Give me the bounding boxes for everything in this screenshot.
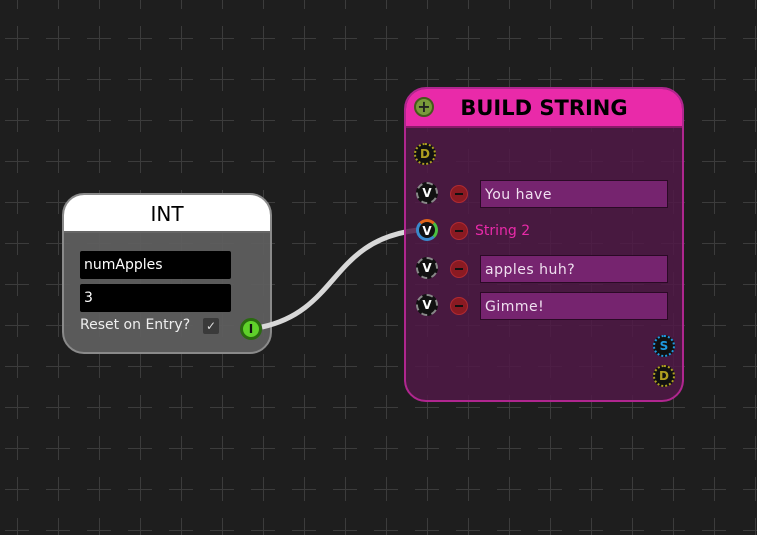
data-input-port[interactable]: D <box>414 143 436 165</box>
build-string-node[interactable]: BUILD STRING + D V You have V String 2 V… <box>404 87 684 402</box>
remove-row-icon[interactable] <box>450 260 468 278</box>
remove-row-icon[interactable] <box>450 185 468 203</box>
string-input-field[interactable]: You have <box>480 180 668 208</box>
string-input-field[interactable]: apples huh? <box>480 255 668 283</box>
connected-string-label: String 2 <box>475 223 531 239</box>
string-output-port[interactable]: S <box>653 335 675 357</box>
string-input-port[interactable]: V <box>416 257 438 279</box>
variable-name-input[interactable]: numApples <box>80 251 231 279</box>
string-input-port[interactable]: V <box>416 294 438 316</box>
int-node-title: INT <box>64 195 270 233</box>
remove-row-icon[interactable] <box>450 222 468 240</box>
int-value-input[interactable]: 3 <box>80 284 231 312</box>
reset-on-entry-checkbox[interactable]: ✓ <box>203 318 219 334</box>
remove-row-icon[interactable] <box>450 297 468 315</box>
build-string-title: BUILD STRING <box>406 89 682 128</box>
data-output-port[interactable]: D <box>653 365 675 387</box>
int-output-port[interactable]: I <box>240 318 262 340</box>
int-node[interactable]: INT numApples 3 Reset on Entry? ✓ <box>62 193 272 354</box>
string-input-port[interactable]: V <box>416 182 438 204</box>
string-input-port-connected[interactable]: V <box>416 219 438 241</box>
string-input-field[interactable]: Gimme! <box>480 292 668 320</box>
add-input-button[interactable]: + <box>414 97 434 117</box>
reset-on-entry-label: Reset on Entry? <box>80 317 191 333</box>
